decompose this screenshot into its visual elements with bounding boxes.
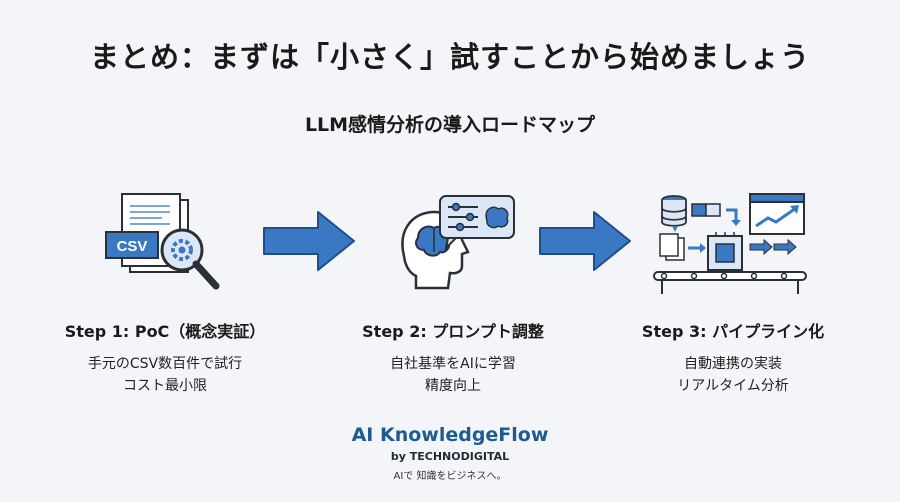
brand-by-line: by TECHNODIGITAL xyxy=(390,450,510,463)
step-3-description: 自動連携の実装 リアルタイム分析 xyxy=(583,353,883,397)
csv-label: CSV xyxy=(117,238,148,255)
step-3-title: Step 3: パイプライン化 xyxy=(641,322,825,341)
brand-tagline: AIで 知識をビジネスへ。 xyxy=(393,471,507,482)
step-1-title: Step 1: PoC（概念実証） xyxy=(64,322,266,341)
step-3-line-1: 自動連携の実装 xyxy=(684,356,782,372)
step-1-line-2: コスト最小限 xyxy=(123,378,207,394)
roadmap-subtitle: LLM感情分析の導入ロードマップ xyxy=(304,114,596,136)
csv-magnifier-icon: CSV xyxy=(105,193,220,290)
step-2-title: Step 2: プロンプト調整 xyxy=(362,322,544,341)
step-2-line-2: 精度向上 xyxy=(425,378,481,394)
brand-logo: AI KnowledgeFlow xyxy=(351,424,549,446)
head-brain-settings-icon xyxy=(401,195,515,290)
step-1-description: 手元のCSV数百件で試行 コスト最小限 xyxy=(15,353,315,397)
arrow-right-icon xyxy=(539,211,631,271)
step-2-line-1: 自社基準をAIに学習 xyxy=(390,356,516,372)
pipeline-conveyor-icon xyxy=(653,193,807,294)
step-2-description: 自社基準をAIに学習 精度向上 xyxy=(303,353,603,397)
step-1-line-1: 手元のCSV数百件で試行 xyxy=(87,356,243,372)
step-3-line-2: リアルタイム分析 xyxy=(677,378,789,394)
page-title: まとめ：まずは「小さく」試すことから始めましょう xyxy=(89,40,810,74)
arrow-right-icon xyxy=(263,211,355,271)
